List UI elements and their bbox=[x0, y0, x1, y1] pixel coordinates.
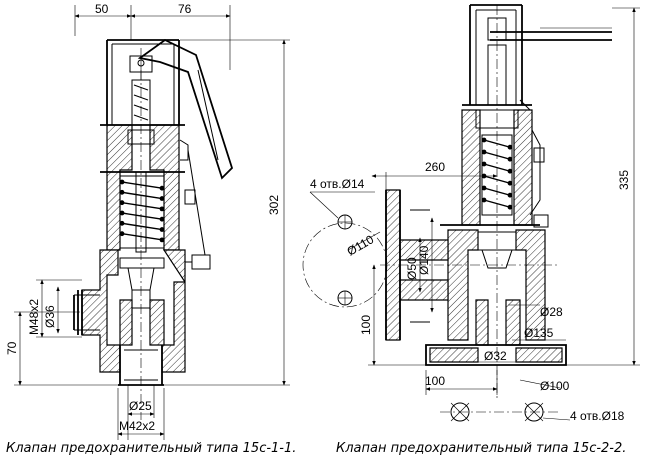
valve-body bbox=[73, 249, 211, 386]
dim-260-label: 260 bbox=[425, 160, 445, 174]
dim-76: 76 bbox=[178, 2, 192, 16]
dim-holes-18: 4 отв.Ø18 bbox=[570, 409, 625, 423]
flange-holes-left: 4 отв.Ø14 bbox=[302, 177, 388, 308]
dim-top-left: 50 76 bbox=[74, 2, 231, 70]
caption-left: Клапан предохранительный типа 15с-1-1. bbox=[6, 441, 296, 456]
dim-100-vertical: 100 bbox=[359, 264, 426, 366]
cap-housing-right bbox=[469, 4, 612, 400]
dim-70: 70 bbox=[5, 341, 19, 355]
dims-bottom-left: Ø25 M42x2 bbox=[117, 385, 165, 440]
dim-dia32: Ø32 bbox=[484, 349, 507, 363]
dim-m48x2: M48x2 bbox=[27, 299, 41, 335]
caption-right: Клапан предохранительный типа 15с-2-2. bbox=[336, 441, 626, 456]
dim-dia25: Ø25 bbox=[129, 399, 152, 413]
dim-dia110: Ø110 bbox=[345, 232, 377, 259]
dim-335-label: 335 bbox=[617, 170, 631, 190]
dim-260: 260 bbox=[371, 160, 498, 190]
valve-15c-2-2: 4 отв.Ø14 Ø50 Ø140 Ø110 260 335 bbox=[302, 4, 640, 456]
valve-body-right bbox=[380, 189, 567, 366]
flange-holes-bottom: 4 отв.Ø18 bbox=[440, 402, 625, 423]
dim-dia135: Ø135 bbox=[524, 326, 554, 340]
dim-100v-label: 100 bbox=[359, 315, 373, 335]
dim-302: 302 bbox=[164, 39, 290, 386]
dim-50: 50 bbox=[95, 2, 109, 16]
dim-dia100: Ø100 bbox=[540, 379, 570, 393]
dim-dia140: Ø140 bbox=[417, 245, 431, 275]
dim-holes-14: 4 отв.Ø14 bbox=[310, 177, 365, 191]
dim-100h-label: 100 bbox=[425, 374, 445, 388]
dims-outlet: Ø28 Ø135 Ø32 100 Ø100 bbox=[425, 304, 570, 395]
bonnet-right bbox=[461, 99, 549, 228]
dim-dia36: Ø36 bbox=[43, 305, 57, 328]
stem-upper bbox=[131, 70, 151, 420]
spring bbox=[119, 171, 165, 253]
bonnet-section bbox=[100, 124, 206, 256]
dims-left-side: M48x2 Ø36 70 bbox=[5, 279, 118, 386]
dim-m42x2: M42x2 bbox=[119, 419, 155, 433]
dim-335: 335 bbox=[566, 7, 640, 366]
dim-dia50: Ø50 bbox=[405, 257, 419, 280]
dim-dia28: Ø28 bbox=[540, 305, 563, 319]
valve-15c-1-1: 50 76 bbox=[5, 2, 296, 456]
dim-302-label: 302 bbox=[267, 195, 281, 215]
